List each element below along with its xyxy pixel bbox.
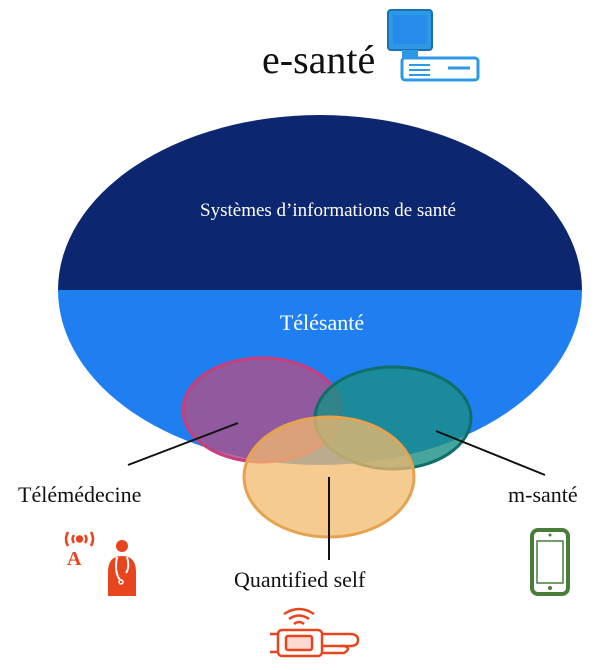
connector-telemedecine (127, 422, 239, 466)
label-telemedecine: Télémédecine (18, 482, 141, 507)
doctor-broadcast-icon: A (64, 531, 136, 596)
label-quantified-self: Quantified self (234, 567, 366, 592)
connector-msante (435, 430, 546, 476)
diagram-title: e-santé (262, 37, 375, 82)
wrist-sensor-icon (270, 607, 360, 658)
region-label-information-systems: Systèmes d’informations de santé (200, 200, 456, 221)
region-label-telesante: Télésanté (280, 310, 364, 335)
computer-icon (387, 9, 480, 82)
label-msante: m-santé (508, 482, 578, 507)
svg-text:A: A (67, 548, 82, 570)
smartphone-icon (530, 528, 570, 596)
